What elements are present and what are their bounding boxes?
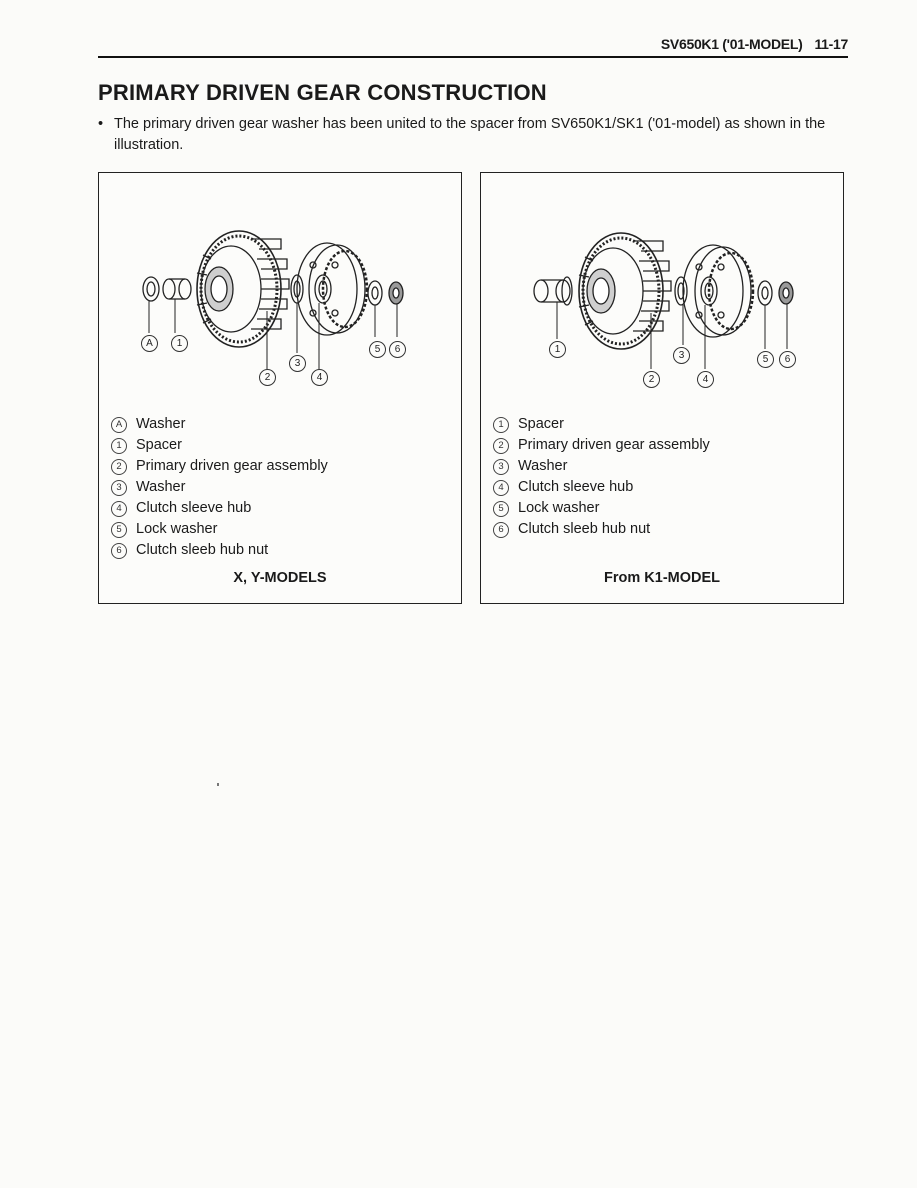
legend-item: 6 Clutch sleeb hub nut xyxy=(111,540,328,561)
legend-item: 5 Lock washer xyxy=(111,519,328,540)
legend-number: 6 xyxy=(493,522,509,538)
legend-item: 3 Washer xyxy=(111,477,328,498)
callout-1: 1 xyxy=(171,335,188,352)
panel-caption: X, Y-MODELS xyxy=(233,570,327,586)
parts-legend: A Washer 1 Spacer 2 Primary driven gear ass… xyxy=(111,414,328,561)
clutch-sleeve-hub-drawing xyxy=(296,242,369,336)
legend-item: A Washer xyxy=(111,414,328,435)
legend-label: Primary driven gear assembly xyxy=(518,437,710,453)
legend-label: Lock washer xyxy=(518,500,600,516)
callout-3: 3 xyxy=(673,347,690,364)
washer-a-drawing xyxy=(142,276,160,302)
header-rule xyxy=(98,56,848,58)
callout-5: 5 xyxy=(369,341,386,358)
callout-a: A xyxy=(141,335,158,352)
legend-label: Clutch sleeve hub xyxy=(518,479,634,495)
legend-item: 2 Primary driven gear assembly xyxy=(111,456,328,477)
legend-number: 1 xyxy=(493,417,509,433)
legend-label: Washer xyxy=(136,416,186,432)
legend-item: 6 Clutch sleeb hub nut xyxy=(493,519,710,540)
legend-number: A xyxy=(111,417,127,433)
legend-number: 3 xyxy=(493,459,509,475)
callout-1: 1 xyxy=(549,341,566,358)
callout-2: 2 xyxy=(259,369,276,386)
legend-item: 3 Washer xyxy=(493,456,710,477)
legend-label: Spacer xyxy=(518,416,564,432)
exploded-illustration-xy xyxy=(142,230,404,369)
primary-driven-gear-drawing xyxy=(578,232,672,350)
bullet-note: • The primary driven gear washer has bee… xyxy=(98,114,850,156)
bullet-text: The primary driven gear washer has been … xyxy=(114,116,826,153)
callout-6: 6 xyxy=(779,351,796,368)
spacer-drawing xyxy=(162,278,192,300)
spacer-drawing xyxy=(533,276,573,306)
legend-label: Spacer xyxy=(136,437,182,453)
lock-washer-drawing xyxy=(367,280,383,306)
legend-number: 1 xyxy=(111,438,127,454)
page-title: PRIMARY DRIVEN GEAR CONSTRUCTION xyxy=(98,80,547,105)
legend-label: Primary driven gear assembly xyxy=(136,458,328,474)
callout-3: 3 xyxy=(289,355,306,372)
exploded-illustration-k1 xyxy=(533,232,794,369)
header-model: SV650K1 ('01-MODEL) xyxy=(660,36,803,52)
primary-driven-gear-drawing xyxy=(196,230,290,348)
panel-caption: From K1-MODEL xyxy=(604,570,720,586)
legend-number: 5 xyxy=(111,522,127,538)
legend-number: 6 xyxy=(111,543,127,559)
hub-nut-drawing xyxy=(778,281,794,305)
header-page-number: 11-17 xyxy=(814,36,848,52)
legend-item: 4 Clutch sleeve hub xyxy=(493,477,710,498)
legend-number: 4 xyxy=(493,480,509,496)
legend-label: Clutch sleeb hub nut xyxy=(136,542,269,558)
callout-2: 2 xyxy=(643,371,660,388)
legend-item: 1 Spacer xyxy=(493,414,710,435)
legend-number: 2 xyxy=(111,459,127,475)
legend-label: Washer xyxy=(136,479,186,495)
legend-number: 3 xyxy=(111,480,127,496)
scan-speck xyxy=(217,783,219,786)
legend-number: 4 xyxy=(111,501,127,517)
running-header: SV650K1 ('01-MODEL) 11-17 xyxy=(98,36,848,52)
callout-5: 5 xyxy=(757,351,774,368)
legend-number: 5 xyxy=(493,501,509,517)
callout-4: 4 xyxy=(697,371,714,388)
legend-item: 4 Clutch sleeve hub xyxy=(111,498,328,519)
hub-nut-drawing xyxy=(388,281,404,305)
clutch-sleeve-hub-drawing xyxy=(682,244,755,338)
lock-washer-drawing xyxy=(757,280,773,306)
legend-item: 5 Lock washer xyxy=(493,498,710,519)
callout-4: 4 xyxy=(311,369,328,386)
legend-item: 2 Primary driven gear assembly xyxy=(493,435,710,456)
legend-label: Washer xyxy=(518,458,568,474)
callout-6: 6 xyxy=(389,341,406,358)
legend-item: 1 Spacer xyxy=(111,435,328,456)
legend-label: Clutch sleeb hub nut xyxy=(518,521,651,537)
washer-3-drawing xyxy=(674,276,688,306)
legend-label: Lock washer xyxy=(136,521,218,537)
legend-number: 2 xyxy=(493,438,509,454)
bullet-marker: • xyxy=(98,116,104,132)
legend-label: Clutch sleeve hub xyxy=(136,500,252,516)
